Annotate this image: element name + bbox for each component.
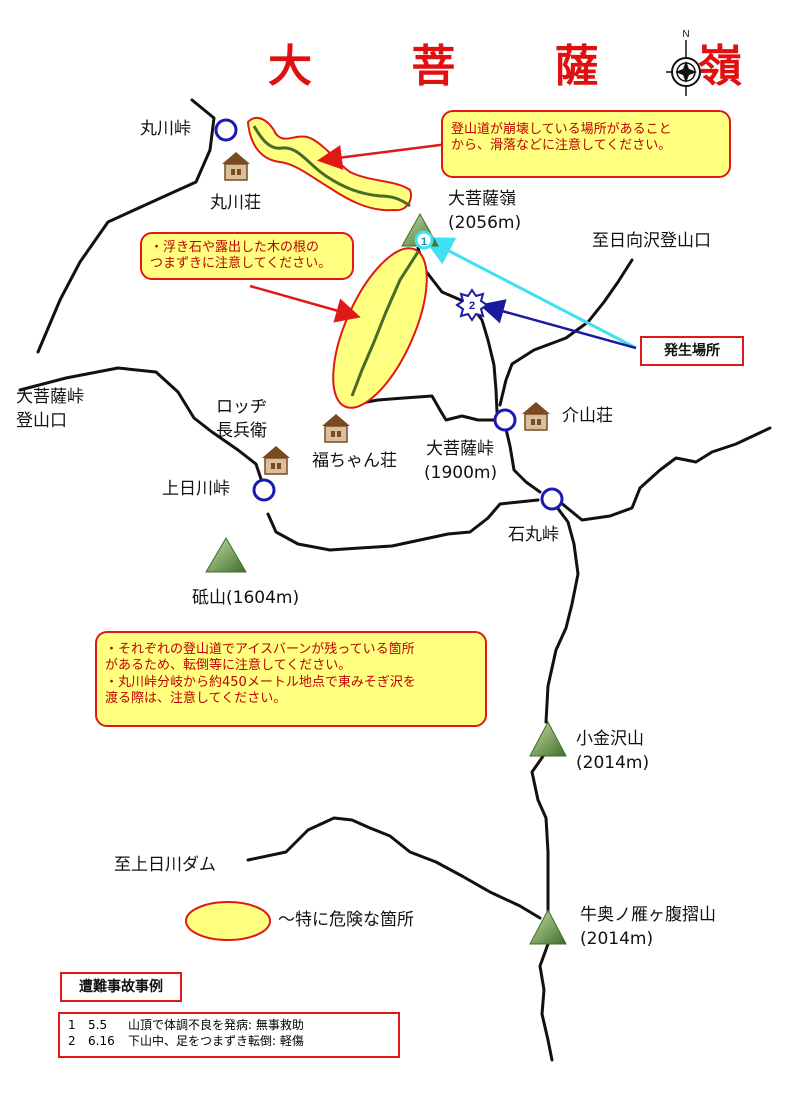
hut-icon-fukuchan-so [322, 414, 350, 443]
note-line: 登山道が崩壊している場所があること [451, 122, 672, 137]
danger-zone-summit-south-trail [350, 251, 420, 397]
trail-kamihikawa-ishimaru [266, 498, 540, 552]
accident-no: 1 [68, 1018, 76, 1032]
label-ushioku: 牛奥ノ雁ヶ腹摺山 [580, 905, 716, 925]
trail-south-ridge [544, 504, 580, 724]
note-line: ・丸川峠分岐から約450メートル地点で東みそぎ沢を [105, 674, 416, 690]
note-icy-trail: ・それぞれの登山道でアイスバーンが残っている箇所 があるため、転倒等に注意してく… [95, 631, 487, 727]
accident-date: 5.5 [88, 1018, 108, 1032]
accident-text: 山頂で体調不良を発病: 無事救助 [128, 1018, 304, 1032]
danger-zone-marukawa-trail [252, 125, 411, 208]
incident-location-label: 発生場所 [640, 336, 744, 366]
pass-icon-kamihikawa-toge [252, 478, 276, 502]
label-osaka-toge-tozanguchi-1: 大菩薩峠 [16, 387, 84, 407]
label-marukawa-so: 丸川荘 [210, 193, 261, 213]
legend-danger-text: ～特に危険な箇所 [278, 910, 414, 930]
label-daibosatsu-rei-elev: (2056m) [448, 213, 522, 233]
note-line: 渡る際は、注意してください。 [105, 690, 287, 706]
note-loose-stones: ・浮き石や露出した木の根の つまずきに注意してください。 [140, 232, 354, 280]
accident-list: 1 5.5 山頂で体調不良を発病: 無事救助 2 6.16 下山中、足をつまずき転倒: … [58, 1012, 400, 1058]
accident-text: 下山中、足をつまずき転倒: 軽傷 [128, 1034, 304, 1049]
label-daibosatsu-toge: 大菩薩峠 [426, 439, 494, 459]
legend-danger-swatch [185, 901, 271, 941]
trail-marukawa-west [36, 98, 216, 354]
hut-icon-kaisan-so [522, 402, 550, 431]
note-line: から、滑落などに注意してください。 [451, 138, 672, 154]
label-kamihikawa-dam: 至上日川ダム [114, 855, 216, 875]
trail-toge-ishimaru [503, 423, 542, 494]
summit-icon-ushioku [529, 908, 567, 945]
incident-marker-2: 2 [455, 288, 489, 322]
accident-date: 6.16 [88, 1034, 115, 1049]
label-osaka-toge-tozanguchi-2: 登山口 [16, 411, 67, 431]
incident-marker-1: 1 [414, 230, 434, 250]
label-hinatasawa: 至日向沢登山口 [592, 231, 711, 251]
label-kokanesawa: 小金沢山 [576, 729, 644, 749]
label-ushioku-elev: (2014m) [580, 929, 654, 949]
label-lodge-2: 長兵衛 [216, 421, 267, 441]
trail-summit-ridge [416, 246, 505, 427]
trail-east-ridge [558, 426, 772, 522]
hut-icon-lodge-chobee [262, 446, 290, 475]
trail-osaka-to-kamihikawa [18, 366, 264, 484]
label-fukuchan-so: 福ちゃん荘 [312, 451, 397, 471]
note-line: があるため、転倒等に注意してください。 [105, 658, 352, 674]
trail-fukuchan [348, 394, 498, 422]
label-lodge-1: ロッヂ [216, 397, 267, 417]
label-daibosatsu-rei: 大菩薩嶺 [448, 189, 516, 209]
svg-text:1: 1 [421, 236, 427, 248]
summit-icon-toishiyama [205, 537, 247, 573]
note-line: ・それぞれの登山道でアイスバーンが残っている箇所 [105, 642, 415, 657]
trail-dam [246, 816, 542, 920]
summit-icon-kokanesawa [529, 720, 567, 757]
hut-icon-marukawa-so [222, 152, 250, 181]
accident-no: 2 [68, 1034, 76, 1049]
note-trail-collapse: 登山道が崩壊している場所があること から、滑落などに注意してください。 [441, 110, 731, 178]
label-daibosatsu-toge-elev: (1900m) [424, 463, 498, 483]
pass-icon-marukawa-toge [214, 118, 238, 142]
note-line: つまずきに注意してください。 [150, 256, 332, 272]
map-title: 大 菩 薩 嶺 [268, 41, 784, 92]
pass-icon-daibosatsu-toge [493, 408, 517, 432]
svg-text:2: 2 [469, 300, 475, 312]
accident-row: 1 5.5 山頂で体調不良を発病: 無事救助 [68, 1017, 390, 1033]
trail-kokanesawa-ushioku [530, 750, 550, 914]
trail-south-end [538, 942, 554, 1062]
arrow-incident-2 [479, 299, 637, 350]
trail-hinatasawa [498, 258, 634, 407]
label-ishimaru-toge: 石丸峠 [508, 525, 559, 545]
label-kaisan-so: 介山荘 [562, 406, 613, 426]
arrow-collapse [317, 142, 449, 170]
arrow-stones [249, 284, 361, 323]
label-kamihikawa-toge: 上日川峠 [162, 479, 230, 499]
accident-heading: 遭難事故事例 [60, 972, 182, 1002]
label-toishiyama: 砥山(1604m) [192, 588, 300, 608]
svg-text:N: N [682, 29, 689, 40]
label-kokanesawa-elev: (2014m) [576, 753, 650, 773]
pass-icon-ishimaru-toge [540, 487, 564, 511]
compass-icon: N [666, 29, 706, 96]
note-line: ・浮き石や露出した木の根の [150, 240, 320, 255]
label-marukawa-toge: 丸川峠 [140, 119, 191, 139]
arrow-incident-1 [422, 237, 637, 350]
accident-row: 2 6.16 下山中、足をつまずき転倒: 軽傷 [68, 1033, 390, 1049]
